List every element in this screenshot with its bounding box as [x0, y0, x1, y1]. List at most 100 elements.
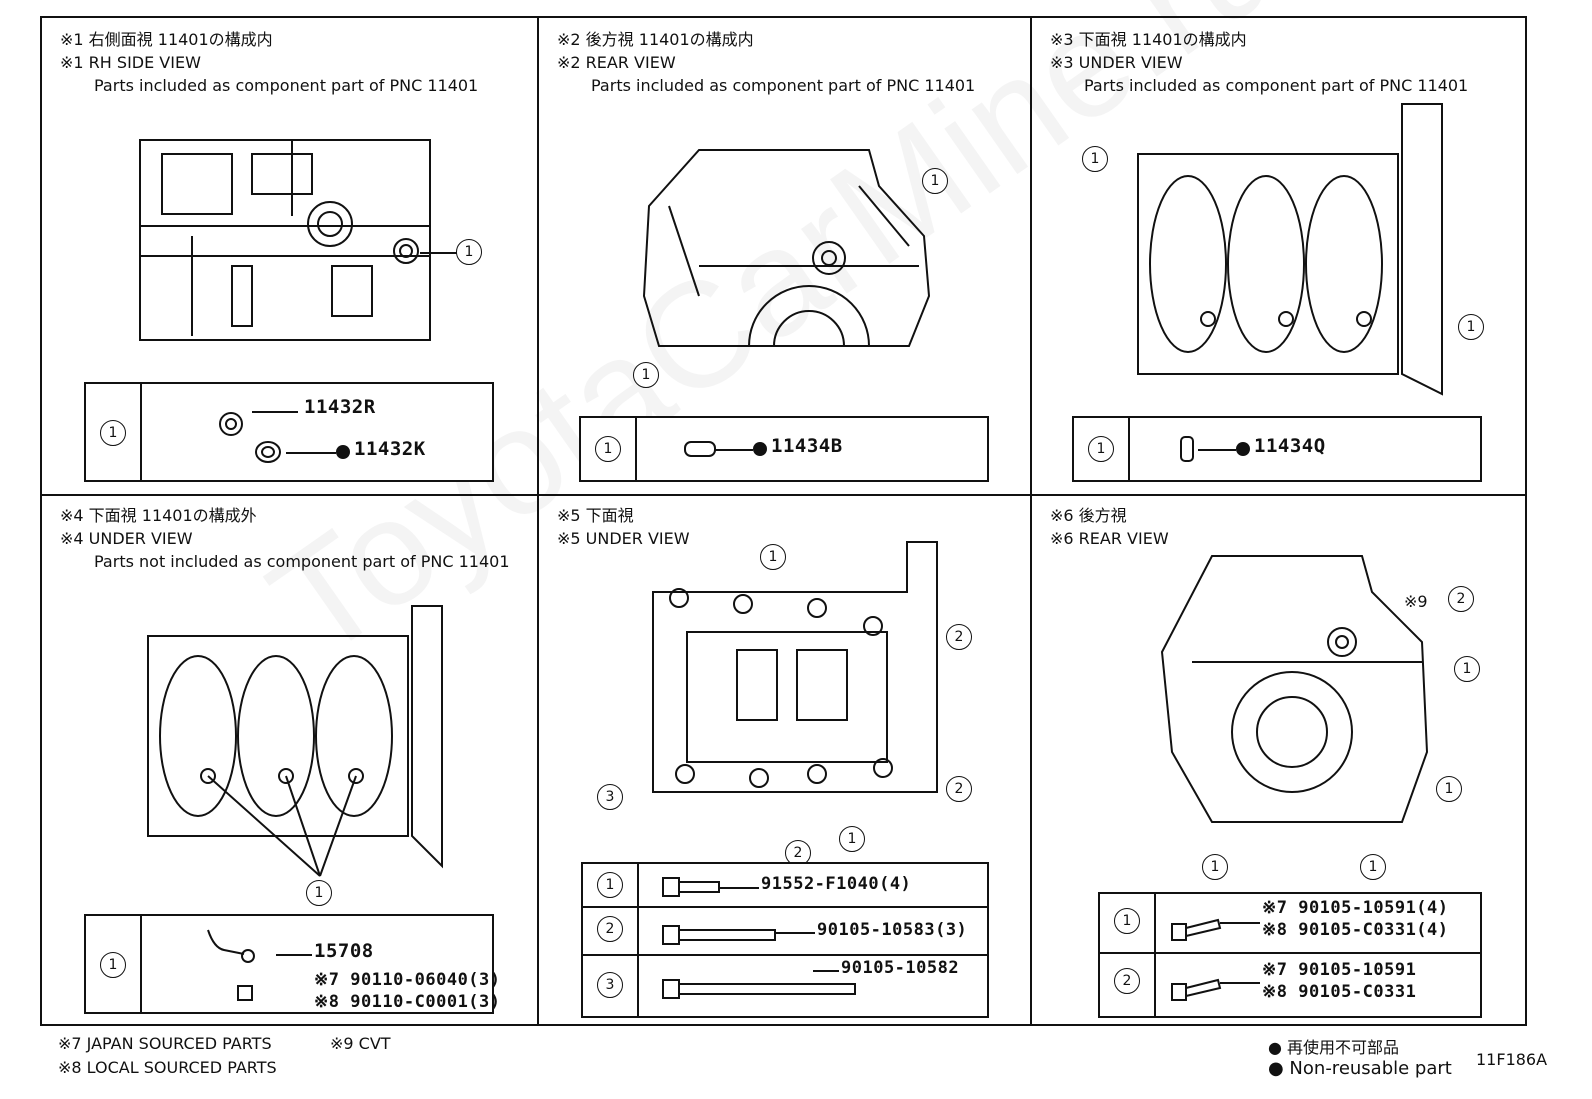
part-number: 11432R — [304, 396, 376, 418]
divider — [1030, 18, 1032, 1024]
note-cvt: ※9 CVT — [330, 1034, 391, 1053]
panel-caption: ※6 後方視 ※6 REAR VIEW — [1050, 504, 1169, 550]
part-number: ※7 90110-06040(3) — [314, 970, 501, 990]
caption-en: ※6 REAR VIEW — [1050, 529, 1169, 548]
caption-note: Parts included as component part of PNC … — [591, 76, 976, 95]
row-number: 3 — [597, 972, 623, 998]
engine-block-under-drawing — [147, 605, 443, 877]
callout-1: 1 — [1202, 854, 1228, 880]
parts-table: 1 2 ※7 90105-10591(4) ※8 90105-C0331(4) … — [1098, 892, 1482, 1018]
part-number: 11432K — [354, 438, 426, 460]
parts-table: 1 11434Q — [1072, 416, 1482, 482]
cvt-tag: ※9 — [1404, 592, 1428, 611]
engine-block-rear-drawing — [642, 149, 931, 347]
caption-ja: ※2 後方視 11401の構成内 — [557, 30, 754, 49]
note-local-sourced: ※8 LOCAL SOURCED PARTS — [58, 1058, 277, 1077]
panel-rear-view: ※2 後方視 11401の構成内 ※2 REAR VIEW Parts incl… — [539, 18, 1030, 494]
callout-3: 3 — [597, 784, 623, 810]
oil-nozzle-icon — [207, 929, 255, 1001]
non-reusable-mark — [1236, 442, 1250, 456]
callout-1: 1 — [1458, 314, 1484, 340]
leader-line — [286, 452, 336, 454]
dowel-pin-icon — [1180, 436, 1194, 462]
panel-caption: ※4 下面視 11401の構成外 ※4 UNDER VIEW Parts not… — [60, 504, 510, 573]
leader-line — [719, 887, 759, 889]
callout-1: 1 — [306, 880, 332, 906]
bolt-icons — [662, 877, 856, 999]
panel-rh-side-view: ※1 右側面視 11401の構成内 ※1 RH SIDE VIEW Parts … — [42, 18, 537, 494]
part-number: ※8 90105-C0331(4) — [1262, 920, 1449, 940]
index-cell — [581, 418, 637, 480]
index-cell — [1074, 418, 1130, 480]
callout-1: 1 — [1360, 854, 1386, 880]
cylinder-block-under-drawing — [652, 541, 938, 793]
index-cell — [86, 916, 142, 1012]
leader-line — [813, 970, 839, 972]
leader-line — [1198, 449, 1236, 451]
panel-under-view-outside: ※4 下面視 11401の構成外 ※4 UNDER VIEW Parts not… — [42, 496, 537, 1026]
panel-under-view-bolts: ※5 下面視 ※5 UNDER VIEW 1 2 2 3 2 1 1 2 3 — [539, 496, 1030, 1026]
caption-en: ※2 REAR VIEW — [557, 53, 676, 72]
engine-block-rear-drawing — [1160, 555, 1429, 823]
engine-block-under-drawing — [1137, 103, 1443, 396]
caption-note: Parts included as component part of PNC … — [1084, 76, 1469, 95]
caption-note: Parts included as component part of PNC … — [94, 76, 479, 95]
caption-ja: ※3 下面視 11401の構成内 — [1050, 30, 1247, 49]
index-cell — [583, 864, 639, 1016]
row-divider — [583, 954, 987, 956]
row-number: 2 — [597, 916, 623, 942]
panel-caption: ※2 後方視 11401の構成内 ※2 REAR VIEW Parts incl… — [557, 28, 975, 97]
engine-block-rh-side-drawing — [139, 139, 431, 341]
panel-rear-view-bolts: ※6 後方視 ※6 REAR VIEW ※9 2 1 1 1 1 1 2 ※7 … — [1032, 496, 1527, 1026]
non-reusable-mark — [336, 445, 350, 459]
callout-1: 1 — [839, 826, 865, 852]
caption-ja: ※4 下面視 11401の構成外 — [60, 506, 257, 525]
row-number: 1 — [100, 952, 126, 978]
part-number: 15708 — [314, 940, 374, 962]
leader-line — [276, 954, 312, 956]
bolt-icons — [1171, 918, 1222, 1001]
parts-table: 1 2 3 91552-F1040(4) 90105-10583(3) 9010… — [581, 862, 989, 1018]
part-number: 90105-10582 — [841, 958, 960, 978]
illustration-code: 11F186A — [1476, 1050, 1548, 1069]
caption-en: ※5 UNDER VIEW — [557, 529, 690, 548]
caption-en: ※1 RH SIDE VIEW — [60, 53, 201, 72]
caption-en: ※4 UNDER VIEW — [60, 529, 193, 548]
part-number: 91552-F1040(4) — [761, 874, 912, 894]
part-number: 90105-10583(3) — [817, 920, 968, 940]
parts-table: 1 11434B — [579, 416, 989, 482]
row-number: 1 — [1114, 908, 1140, 934]
divider — [537, 18, 539, 1024]
callout-2: 2 — [1448, 586, 1474, 612]
leader-line — [715, 449, 753, 451]
caption-ja: ※6 後方視 — [1050, 506, 1127, 525]
callout-2: 2 — [946, 776, 972, 802]
index-cell — [86, 384, 142, 480]
panel-caption: ※1 右側面視 11401の構成内 ※1 RH SIDE VIEW Parts … — [60, 28, 478, 97]
callout-1: 1 — [922, 168, 948, 194]
row-number: 1 — [597, 872, 623, 898]
non-reusable-mark — [753, 442, 767, 456]
callout-1: 1 — [1436, 776, 1462, 802]
plug-seal-icon — [219, 412, 281, 463]
caption-ja: ※5 下面視 — [557, 506, 634, 525]
callout-1: 1 — [1454, 656, 1480, 682]
leader-line — [252, 411, 298, 413]
callout-2: 2 — [946, 624, 972, 650]
leader-line — [1220, 922, 1260, 924]
part-number: ※7 90105-10591 — [1262, 960, 1417, 980]
caption-ja: ※1 右側面視 11401の構成内 — [60, 30, 273, 49]
panel-caption: ※3 下面視 11401の構成内 ※3 UNDER VIEW Parts inc… — [1050, 28, 1468, 97]
diagram-grid: ※1 右側面視 11401の構成内 ※1 RH SIDE VIEW Parts … — [40, 16, 1527, 1026]
callout-1: 1 — [633, 362, 659, 388]
part-number: ※8 90105-C0331 — [1262, 982, 1417, 1002]
part-number: ※7 90105-10591(4) — [1262, 898, 1449, 918]
divider — [42, 494, 1525, 496]
legend-non-reusable-en: ● Non-reusable part — [1268, 1058, 1452, 1079]
row-divider — [583, 906, 987, 908]
callout-1: 1 — [760, 544, 786, 570]
row-divider — [1100, 952, 1480, 954]
panel-caption: ※5 下面視 ※5 UNDER VIEW — [557, 504, 690, 550]
callout-1: 1 — [456, 239, 482, 265]
legend-non-reusable-ja: ● 再使用不可部品 — [1268, 1038, 1400, 1057]
